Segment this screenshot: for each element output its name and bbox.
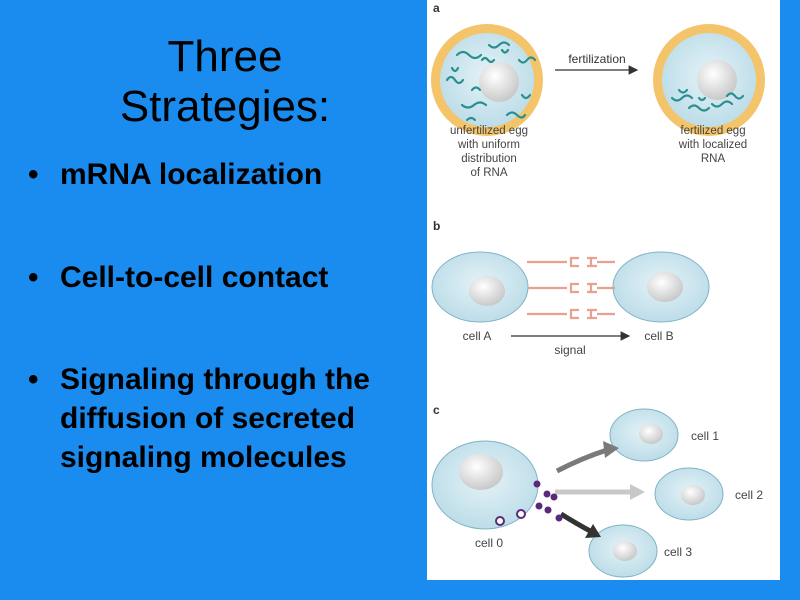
fertilized-egg [653, 24, 765, 136]
cell-0-label: cell 0 [475, 536, 503, 550]
title-line-2: Strategies: [119, 82, 331, 131]
cell-2-label: cell 2 [735, 488, 763, 502]
fertilization-label: fertilization [568, 52, 625, 66]
cell-3-label: cell 3 [664, 545, 692, 559]
figure-svg: a [431, 1, 765, 578]
svg-text:with uniform: with uniform [457, 139, 520, 151]
right-egg-caption: fertilized egg with localized RNA [678, 125, 747, 165]
slide-title: Three Strategies: [60, 32, 390, 132]
diffusion-arrows [555, 441, 645, 538]
svg-text:of RNA: of RNA [470, 167, 507, 179]
cell-1-label: cell 1 [691, 429, 719, 443]
cell-b [612, 251, 710, 323]
cell-3 [588, 524, 658, 578]
cell-a [431, 251, 529, 323]
uniform-rna-strands [445, 41, 537, 122]
bullet-item: Signaling through the diffusion of secre… [28, 360, 400, 477]
cell-b-label: cell B [644, 329, 673, 343]
title-line-1: Three [167, 32, 283, 81]
cell-a-label: cell A [463, 329, 492, 343]
localized-rna-strands [670, 88, 745, 112]
cell-1 [609, 408, 679, 462]
panel-b-label: b [433, 219, 440, 233]
svg-text:unfertilized egg: unfertilized egg [450, 125, 528, 137]
svg-text:fertilized egg: fertilized egg [680, 125, 745, 137]
contact-receptors [527, 256, 615, 320]
panel-c-label: c [433, 403, 440, 417]
bullet-item: Cell-to-cell contact [28, 258, 420, 297]
svg-text:distribution: distribution [461, 153, 517, 165]
svg-text:with localized: with localized [678, 139, 747, 151]
svg-text:RNA: RNA [701, 153, 726, 165]
unfertilized-egg [431, 24, 543, 136]
signal-label: signal [554, 343, 585, 357]
left-egg-caption: unfertilized egg with uniform distributi… [450, 125, 528, 179]
cell-0 [431, 440, 539, 530]
strategies-figure: a [427, 0, 780, 580]
panel-a-label: a [433, 1, 440, 15]
cell-2 [654, 467, 724, 521]
signaling-molecules [495, 480, 563, 526]
bullet-item: mRNA localization [28, 155, 420, 194]
